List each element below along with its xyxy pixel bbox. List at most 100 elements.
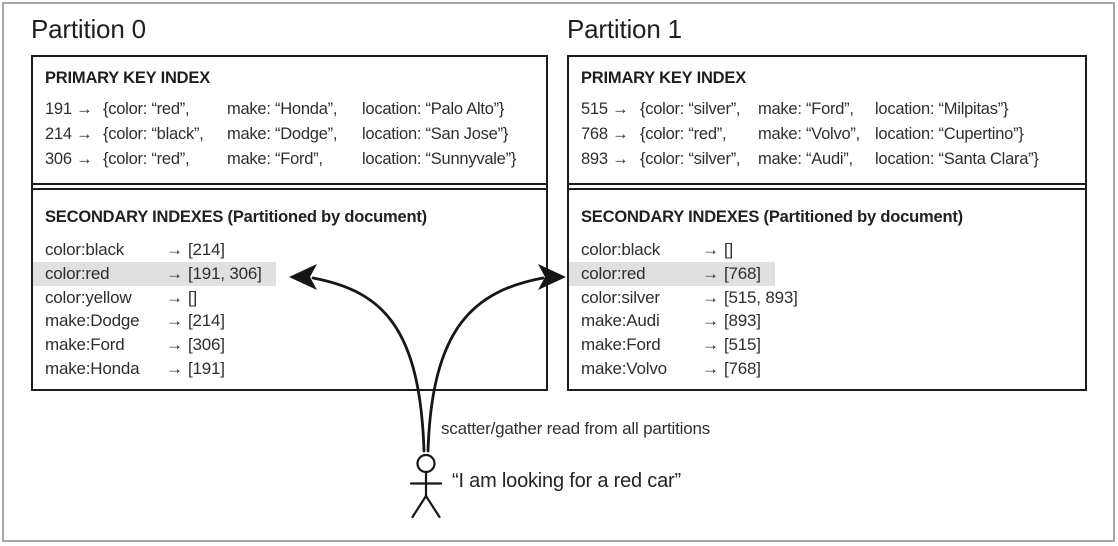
row-make-field: make: “Honda”,: [227, 100, 338, 118]
secondary-index-row: make:Dodge → [214]: [33, 309, 239, 333]
row-make-field: make: “Ford”,: [758, 100, 854, 118]
index-key: make:Honda: [45, 358, 140, 378]
index-key: make:Ford: [581, 335, 661, 355]
index-key: color:red: [45, 263, 110, 283]
stick-figure-leg-right: [424, 494, 441, 519]
primary-key-index-heading: PRIMARY KEY INDEX: [581, 69, 746, 87]
partition-1-panel: Partition 1 PRIMARY KEY INDEX 515 → {col…: [567, 12, 1087, 391]
row-location-field: location: “Santa Clara”}: [875, 150, 1039, 168]
primary-key-rows: 515 → {color: “silver”, make: “Ford”, lo…: [581, 97, 1077, 172]
row-key: 893 →: [581, 150, 629, 168]
primary-key-row: 306 → {color: “red”, make: “Ford”, locat…: [45, 147, 538, 172]
partition-box: PRIMARY KEY INDEX 191 → {color: “red”, m…: [31, 55, 548, 391]
arrow-glyph: →: [702, 240, 719, 259]
primary-key-row: 515 → {color: “silver”, make: “Ford”, lo…: [581, 97, 1077, 122]
index-key: make:Dodge: [45, 311, 140, 331]
partition-title: Partition 1: [567, 14, 682, 44]
primary-key-index-section: PRIMARY KEY INDEX 515 → {color: “silver”…: [569, 57, 1085, 185]
row-key: 214 →: [45, 125, 93, 143]
row-color-field: {color: “red”,: [640, 125, 727, 143]
arrow-glyph: →: [702, 358, 719, 378]
row-location-field: location: “San Jose”}: [362, 125, 509, 143]
index-key: make:Audi: [581, 311, 660, 331]
scatter-gather-label: scatter/gather read from all partitions: [441, 419, 711, 438]
secondary-indexes-heading: SECONDARY INDEXES (Partitioned by docume…: [45, 208, 427, 226]
row-key: 515 →: [581, 100, 629, 118]
row-make-field: make: “Ford”,: [227, 150, 323, 168]
arrow-glyph: →: [166, 287, 183, 307]
index-value: [893]: [724, 311, 761, 331]
secondary-index-row: color:red → [768]: [569, 261, 775, 286]
index-value: [515]: [724, 335, 761, 355]
row-make-field: make: “Volvo”,: [758, 125, 860, 143]
secondary-indexes-section: SECONDARY INDEXES (Partitioned by docume…: [33, 188, 546, 389]
index-value: [515, 893]: [724, 287, 798, 307]
arrow-glyph: →: [702, 311, 719, 331]
secondary-index-row: color:red → [191, 306]: [33, 261, 276, 286]
arrow-glyph: →: [166, 263, 183, 283]
stick-figure: [409, 453, 443, 519]
index-value: [214]: [188, 311, 225, 331]
partition-title: Partition 0: [31, 14, 146, 44]
primary-key-row: 893 → {color: “silver”, make: “Audi”, lo…: [581, 147, 1077, 172]
secondary-index-row: make:Audi → [893]: [569, 309, 775, 333]
primary-key-index-heading: PRIMARY KEY INDEX: [45, 69, 210, 87]
index-value: []: [724, 240, 734, 259]
index-value: []: [188, 287, 198, 307]
stick-figure-head: [416, 453, 436, 474]
index-key: color:silver: [581, 287, 660, 307]
secondary-index-rows: color:black → [214] color:red → [191, 30…: [33, 238, 538, 381]
primary-key-index-section: PRIMARY KEY INDEX 191 → {color: “red”, m…: [33, 57, 546, 185]
secondary-index-row: color:black → []: [569, 238, 747, 262]
secondary-index-row: color:black → [214]: [33, 238, 239, 262]
secondary-index-row: color:silver → [515, 893]: [569, 286, 812, 310]
arrow-glyph: →: [166, 311, 183, 331]
index-key: color:black: [45, 240, 125, 259]
row-color-field: {color: “silver”,: [640, 150, 741, 168]
secondary-index-row: make:Ford → [306]: [33, 333, 239, 357]
row-location-field: location: “Milpitas”}: [875, 100, 1009, 118]
index-value: [214]: [188, 240, 225, 259]
primary-key-row: 768 → {color: “red”, make: “Volvo”, loca…: [581, 122, 1077, 147]
index-key: color:yellow: [45, 287, 132, 307]
row-make-field: make: “Dodge”,: [227, 125, 338, 143]
secondary-index-row: make:Honda → [191]: [33, 357, 239, 381]
row-make-field: make: “Audi”,: [758, 150, 853, 168]
stick-figure-leg-left: [411, 494, 428, 519]
secondary-index-rows: color:black → [] color:red → [768] color…: [569, 238, 1077, 381]
row-key: 768 →: [581, 125, 629, 143]
index-value: [191, 306]: [188, 263, 262, 283]
index-key: color:red: [581, 263, 646, 283]
arrow-glyph: →: [166, 358, 183, 378]
primary-key-row: 191 → {color: “red”, make: “Honda”, loca…: [45, 97, 538, 122]
partition-box: PRIMARY KEY INDEX 515 → {color: “silver”…: [567, 55, 1087, 391]
index-value: [306]: [188, 335, 225, 355]
arrow-glyph: →: [702, 287, 719, 307]
secondary-index-row: color:yellow → []: [33, 286, 211, 310]
index-key: color:black: [581, 240, 661, 259]
secondary-indexes-section: SECONDARY INDEXES (Partitioned by docume…: [569, 188, 1085, 389]
arrow-glyph: →: [166, 240, 183, 259]
arrow-glyph: →: [166, 335, 183, 355]
index-key: make:Volvo: [581, 358, 667, 378]
primary-key-row: 214 → {color: “black”, make: “Dodge”, lo…: [45, 122, 538, 147]
row-color-field: {color: “red”,: [103, 150, 190, 168]
row-location-field: location: “Cupertino”}: [875, 125, 1024, 143]
row-color-field: {color: “red”,: [103, 100, 190, 118]
row-key: 191 →: [45, 100, 93, 118]
index-value: [191]: [188, 358, 225, 378]
row-color-field: {color: “black”,: [103, 125, 204, 143]
secondary-index-row: make:Ford → [515]: [569, 333, 775, 357]
row-key: 306 →: [45, 150, 93, 168]
row-color-field: {color: “silver”,: [640, 100, 741, 118]
partition-0-panel: Partition 0 PRIMARY KEY INDEX 191 → {col…: [31, 12, 548, 391]
index-key: make:Ford: [45, 335, 125, 355]
arrow-glyph: →: [702, 263, 719, 283]
index-value: [768]: [724, 263, 761, 283]
secondary-index-row: make:Volvo → [768]: [569, 357, 775, 381]
row-location-field: location: “Palo Alto”}: [362, 100, 505, 118]
row-location-field: location: “Sunnyvale”}: [362, 150, 517, 168]
primary-key-rows: 191 → {color: “red”, make: “Honda”, loca…: [45, 97, 538, 172]
user-query-label: “I am looking for a red car”: [452, 470, 681, 492]
